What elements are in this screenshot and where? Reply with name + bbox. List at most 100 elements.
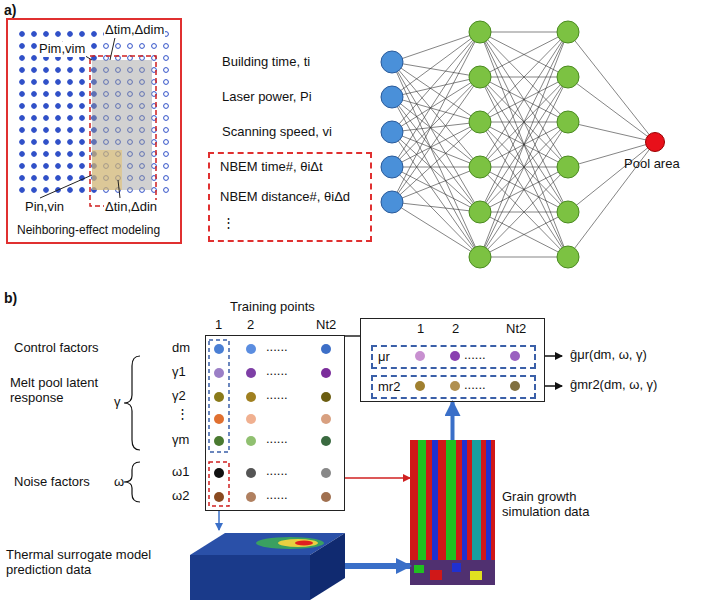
drawn-circle [164,128,169,133]
label-text: ...... [266,432,288,447]
drawn-line [392,97,480,167]
drawn-g [381,21,655,268]
drawn-circle [68,32,73,37]
drawn-circle [56,140,61,145]
drawn-circle [68,176,73,181]
drawn-circle [20,116,25,121]
drawn-circle [20,188,25,193]
drawn-line [480,32,568,257]
drawn-circle [80,188,85,193]
drawn-circle [68,104,73,109]
drawn-circle [44,68,49,73]
response-box: 12Nt2μrmr2 [360,318,545,402]
drawn-circle [214,492,224,502]
drawn-rect [410,440,495,585]
label-text: ω2 [172,489,189,504]
drawn-line [392,132,480,212]
drawn-line [392,122,480,202]
drawn-circle [246,344,256,354]
drawn-circle [80,128,85,133]
label-text: ...... [266,464,288,479]
connector [451,402,455,440]
label-text: 2 [247,318,254,333]
drawn-circle [20,32,25,37]
drawn-circle [92,32,97,37]
drawn-circle [164,80,169,85]
drawn-ellipse [295,541,313,546]
node-text: 2 [452,322,459,337]
drawn-circle [246,392,256,402]
label-text: Noise factors [14,475,90,490]
drawn-circle [321,344,331,354]
drawn-line [392,122,480,167]
drawn-rect [414,565,424,573]
drawn-circle [557,66,579,88]
drawn-line [392,77,480,167]
drawn-rect [92,60,152,190]
label-text: Nt2 [316,318,336,333]
drawn-line [392,62,480,122]
label-text: ...... [464,348,486,363]
drawn-circle [32,56,37,61]
drawn-circle [80,92,85,97]
drawn-circle [56,80,61,85]
drawn-line [480,167,568,257]
drawn-line [568,142,655,212]
drawn-circle [56,68,61,73]
label-text: Control factors [14,341,99,356]
drawn-line [392,32,480,97]
drawn-circle [415,381,425,391]
drawn-line [118,180,120,198]
drawn-line [392,62,480,212]
drawn-circle [32,116,37,121]
drawn-rect [190,555,310,600]
drawn-circle [164,188,169,193]
drawn-circle [164,56,169,61]
drawn-circle [450,351,460,361]
label-text: Laser power, Pi [222,90,312,105]
drawn-circle [415,351,425,361]
drawn-rect [446,440,456,560]
drawn-circle [557,201,579,223]
label-text: ω [114,475,124,490]
drawn-circle [164,44,169,49]
drawn-circle [510,381,520,391]
drawn-circle [56,104,61,109]
drawn-circle [20,56,25,61]
drawn-line [480,32,568,167]
drawn-circle [214,414,224,424]
output-neuron: Pool area [645,132,665,152]
drawn-circle [68,152,73,157]
node-text: mr2 [378,380,400,395]
node-text: Pool area [624,157,680,172]
label-text: γ2 [172,389,186,404]
drawn-circle [214,436,224,446]
drawn-rect [209,462,229,506]
drawn-circle [20,92,25,97]
drawn-circle [321,492,331,502]
drawn-circle [557,21,579,43]
drawn-ellipse [256,537,324,549]
drawn-line [568,122,655,142]
drawn-circle [44,80,49,85]
drawn-circle [56,32,61,37]
drawn-circle [32,128,37,133]
drawn-line [480,32,568,257]
drawn-circle [44,104,49,109]
drawn-circle [20,80,25,85]
drawn-circle [469,156,491,178]
drawn-circle [381,191,403,213]
connector [345,563,410,569]
drawn-circle [80,32,85,37]
drawn-circle [246,492,256,502]
feature-group: NBEM time#, θiΔtNBEM distance#, θiΔd⋮ [208,152,372,242]
node-text: Δtin,Δdin [104,200,158,215]
drawn-rect [90,56,156,206]
drawn-ellipse [278,539,318,547]
drawn-circle [68,188,73,193]
drawn-circle [128,44,133,49]
drawn-line [392,32,480,202]
drawn-line [480,32,568,77]
drawn-rect [462,440,467,560]
drawn-line [545,385,562,387]
